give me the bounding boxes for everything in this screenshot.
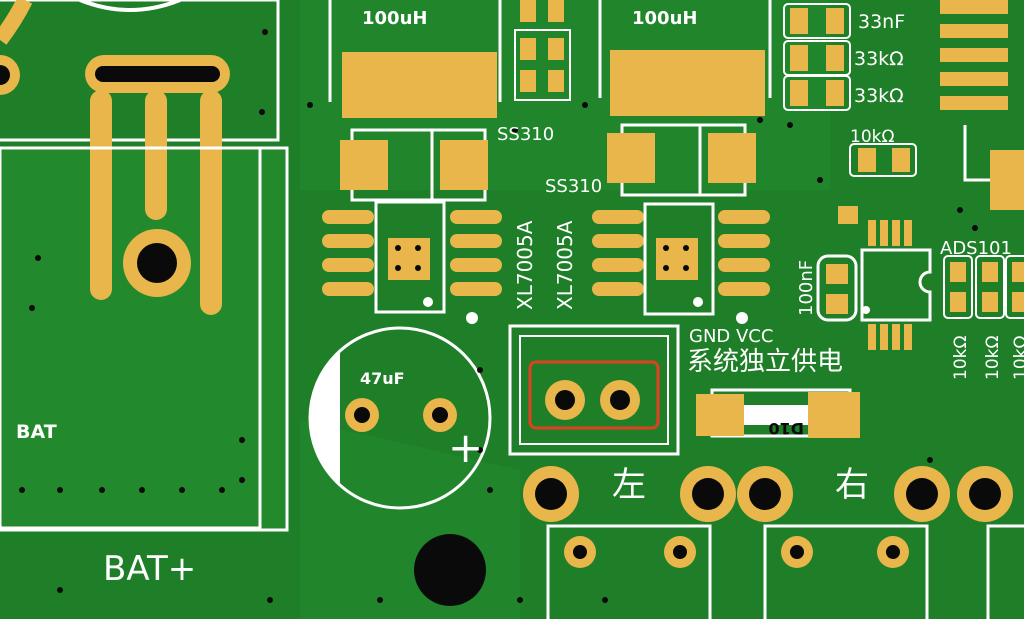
cap-100nf-pad-2 (826, 294, 848, 314)
label-left: 左 (612, 465, 646, 505)
passives-right (790, 8, 910, 224)
resistors-bottom-right-outline (943, 255, 1024, 319)
battery-trace-mid (145, 90, 167, 220)
bottom-connectors (546, 524, 1024, 619)
outline-arc (79, 0, 181, 12)
ic-left-pins (322, 210, 502, 296)
hole-edge-left (0, 65, 10, 85)
label-res-33k-1: 33kΩ (854, 48, 904, 70)
outline-top-left (0, 0, 280, 142)
label-right: 右 (835, 465, 869, 505)
inductor-right-outline (598, 0, 772, 98)
label-res-10k-3: 10kΩ (1011, 336, 1024, 380)
resistors-bottom-right (950, 262, 1024, 312)
ic-left-outline (374, 200, 446, 314)
connector-inner-outline (519, 335, 669, 445)
passives-right-outline (783, 3, 917, 177)
label-diode-left: SS310 (497, 124, 554, 145)
ic-right-outline (643, 202, 715, 316)
outline-right-edge (963, 125, 990, 182)
copper-pour-battery (0, 150, 285, 530)
label-inductor-left: 100uH (362, 8, 427, 29)
label-diode-d10: D10 (768, 419, 804, 438)
pad-stack-center (520, 0, 564, 92)
label-cap-100nf: 100nF (796, 260, 817, 316)
diode-left-pad-k (440, 140, 488, 190)
silk-dot-2 (736, 312, 748, 324)
label-ic-right: XL7005A (553, 220, 577, 310)
battery-hole (137, 243, 177, 283)
label-bat-plus: BAT+ (103, 549, 196, 589)
label-cap-47uf: 47uF (360, 369, 405, 388)
inductor-left-outline (328, 0, 502, 102)
label-res-10k-mid: 10kΩ (850, 127, 894, 147)
diode-d10-body (744, 405, 808, 425)
mounting-hole (414, 534, 486, 606)
ic-right-vias (663, 245, 689, 271)
diode-d10-pad-k (808, 392, 860, 438)
label-bat: BAT (16, 421, 57, 443)
bottom-pad-row (523, 466, 1013, 522)
inductor-right-pad (610, 50, 765, 116)
trace-edge (0, 0, 33, 45)
label-ic-left: XL7005A (513, 220, 537, 310)
label-res-33k-2: 33kΩ (854, 85, 904, 107)
label-inductor-right: 100uH (632, 8, 697, 29)
ic-right-pins (592, 210, 770, 296)
cap-100nf-pad-1 (826, 264, 848, 284)
label-cap-33nf: 33nF (858, 11, 905, 33)
label-res-10k-1: 10kΩ (951, 336, 971, 380)
battery-inner-outline (0, 146, 262, 530)
cap-100nf-outline (816, 254, 858, 322)
ic-left-vias (395, 245, 421, 271)
diode-d10-pad-a (696, 394, 744, 436)
connector-highlight-box (528, 360, 660, 430)
ic-right-pin1 (693, 297, 703, 307)
label-power-note: 系统独立供电 (687, 347, 843, 377)
label-plus: + (448, 423, 483, 472)
header-pads-top-right (940, 0, 1024, 210)
connector-hole-gnd (555, 390, 575, 410)
adc-pin1 (862, 306, 870, 314)
slot-hole (95, 66, 220, 82)
label-res-10k-2: 10kΩ (983, 336, 1003, 380)
cap-47uf-hole-neg (354, 407, 370, 423)
inductor-left-pad (342, 52, 497, 118)
diode-right-pad-k (708, 133, 756, 183)
cap-47uf-polarity (308, 350, 340, 486)
label-adc: ADS101 (940, 238, 1012, 259)
vias (19, 29, 978, 603)
connector-hole-vcc (610, 390, 630, 410)
adc-outline (860, 248, 932, 322)
adc-pins (868, 220, 912, 350)
battery-trace-left (90, 90, 112, 300)
cap-47uf-hole-pos (432, 407, 448, 423)
label-diode-right: SS310 (545, 176, 602, 197)
connector-outline (508, 324, 680, 456)
silk-dot-1 (466, 312, 478, 324)
ic-left-pin1 (423, 297, 433, 307)
diode-right-pad-a (607, 133, 655, 183)
pad-stack-outline (514, 29, 571, 101)
label-connector-pins: GND VCC (689, 326, 773, 347)
diode-left-pad-a (340, 140, 388, 190)
battery-trace-right (200, 90, 222, 315)
